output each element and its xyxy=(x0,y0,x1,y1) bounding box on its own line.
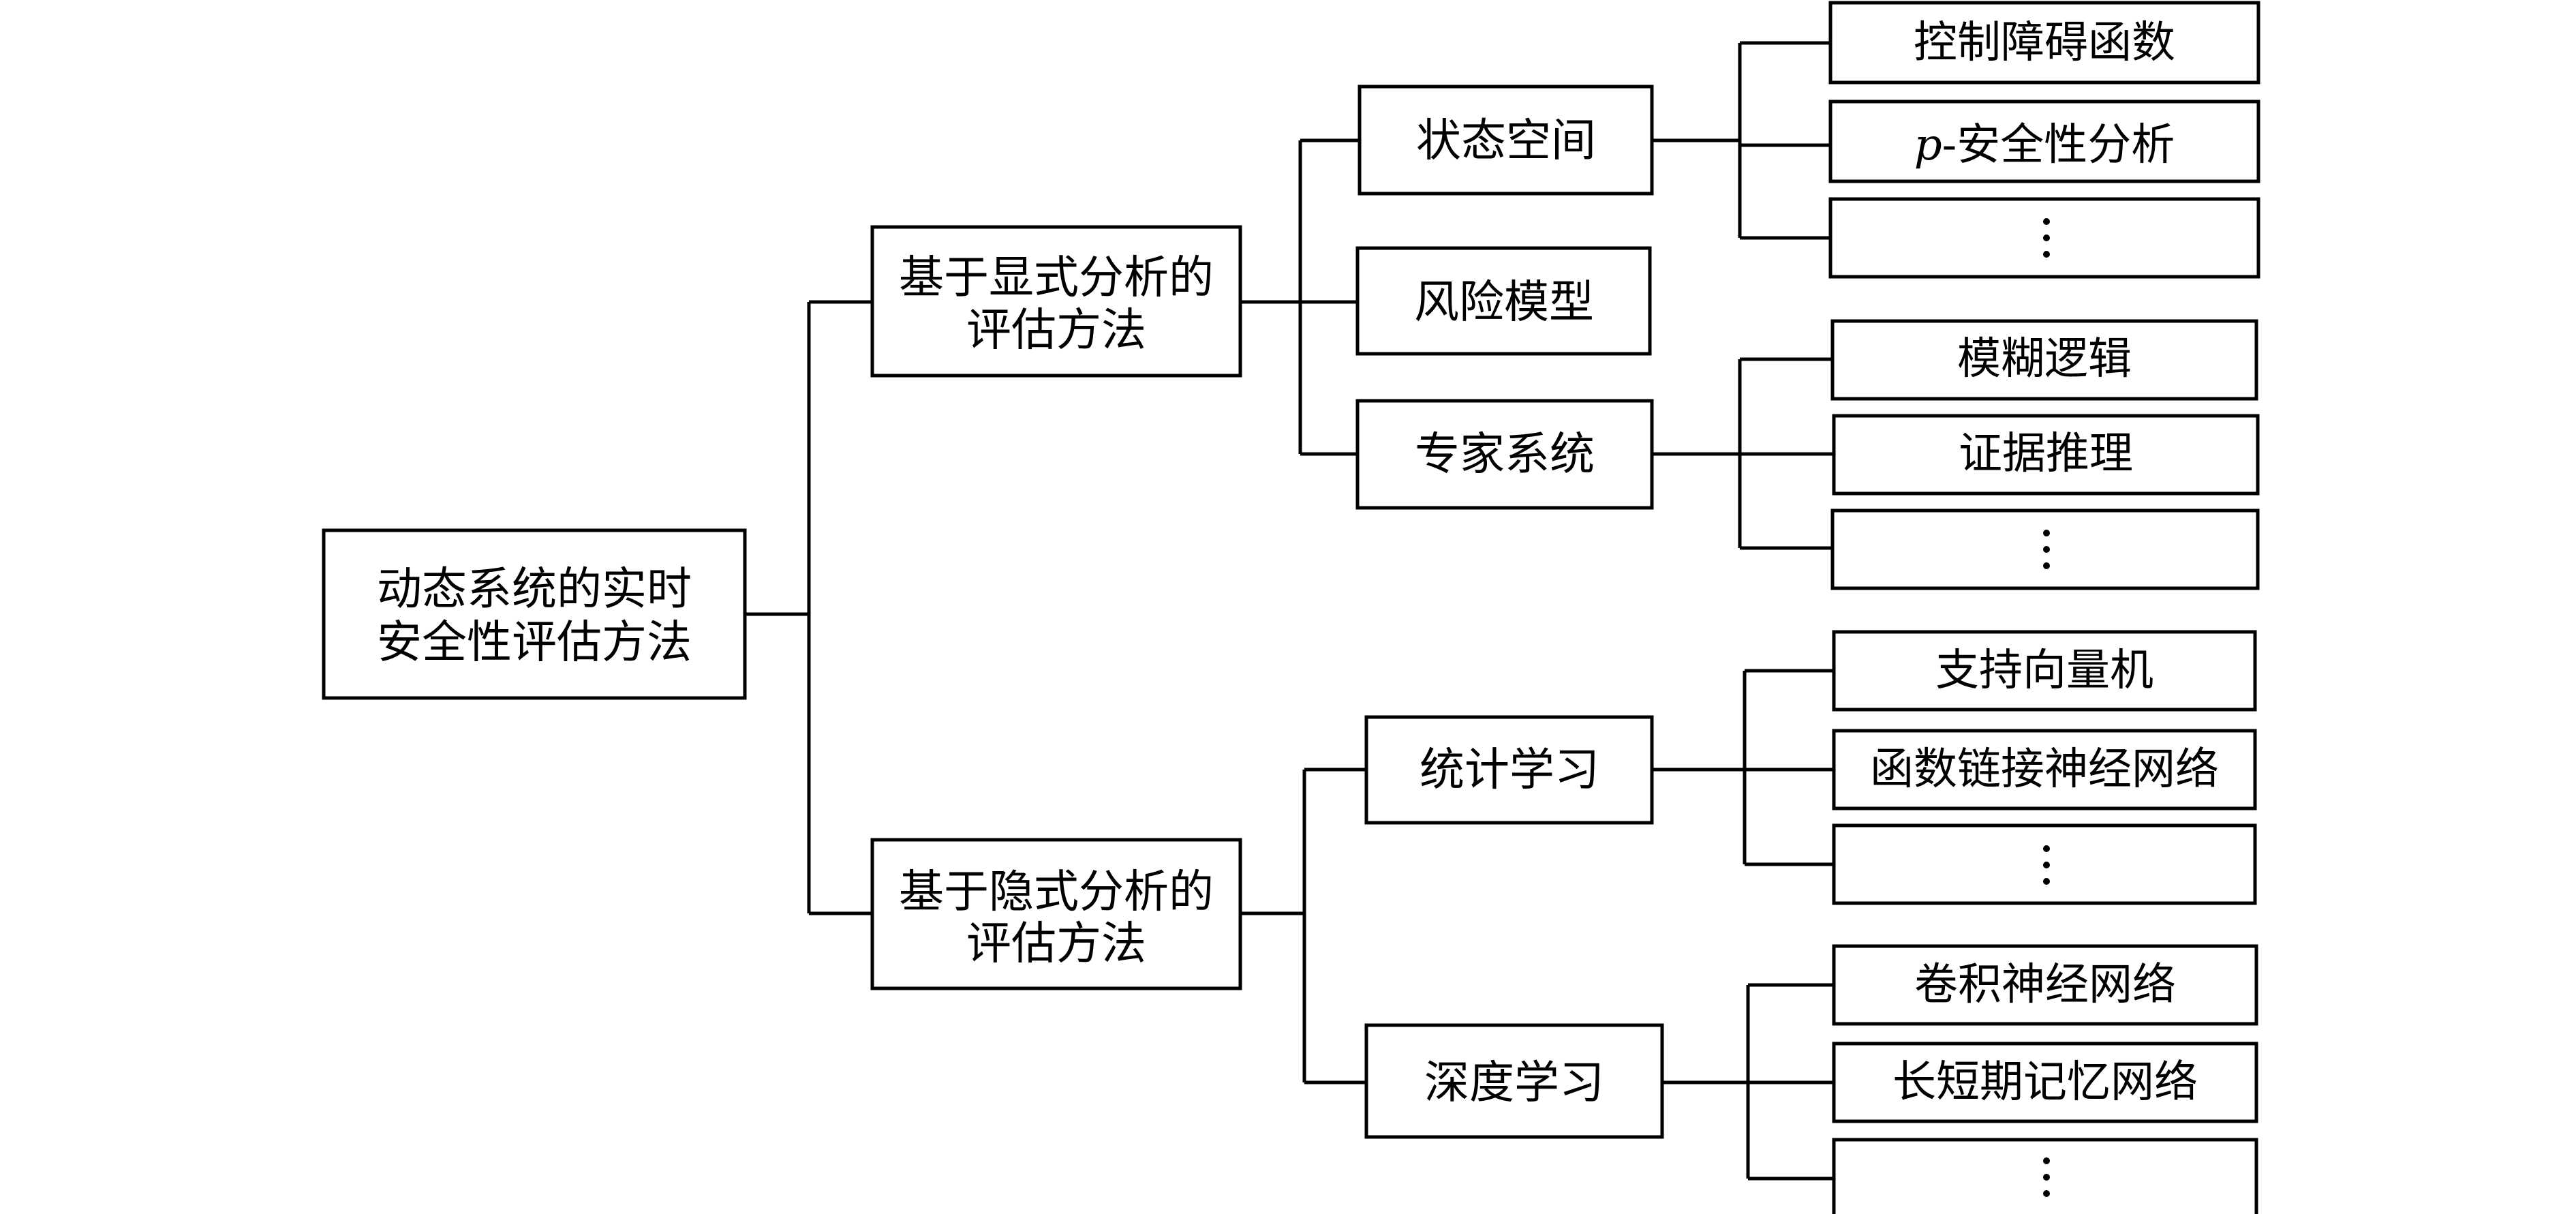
leaf-convolutional-neural-network-box xyxy=(1832,944,2258,1026)
root-node: 动态系统的实时 安全性评估方法 xyxy=(322,528,747,700)
root-node-box xyxy=(322,528,747,700)
leaf-evidential-reasoning-box xyxy=(1832,414,2260,496)
node-state-space: 状态空间 xyxy=(1358,85,1654,196)
node-deep-learning: 深度学习 xyxy=(1364,1023,1664,1139)
node-statistical-learning-box xyxy=(1364,715,1654,825)
leaf-state-space-ellipsis xyxy=(1828,197,2260,279)
vertical-ellipsis-icon xyxy=(2043,530,2050,569)
node-state-space-box xyxy=(1358,85,1654,196)
root-node-line1: 动态系统的实时 xyxy=(377,563,692,616)
connector-root-branches xyxy=(745,300,872,915)
connector-explicit-children xyxy=(1240,138,1360,456)
leaf-evidential-reasoning: 证据推理 xyxy=(1832,414,2260,496)
branch-explicit-analysis-box xyxy=(870,225,1242,378)
leaf-p-safety-analysis-label: p-安全性分析 xyxy=(1914,120,2175,170)
leaf-p-safety-analysis-box xyxy=(1828,100,2260,183)
leaf-evidential-reasoning-label: 证据推理 xyxy=(1959,429,2133,479)
branch-implicit-analysis-box xyxy=(870,838,1242,990)
leaf-fuzzy-logic-label: 模糊逻辑 xyxy=(1957,334,2132,384)
leaf-support-vector-machine: 支持向量机 xyxy=(1832,630,2257,712)
node-risk-model-box xyxy=(1355,246,1652,356)
branch-implicit-analysis-line2: 评估方法 xyxy=(966,917,1146,970)
leaf-functional-link-neural-network-box xyxy=(1832,729,2257,810)
leaf-functional-link-neural-network-label: 函数链接神经网络 xyxy=(1870,744,2219,795)
node-expert-system: 专家系统 xyxy=(1355,399,1654,510)
branch-implicit-analysis-line1: 基于隐式分析的 xyxy=(899,866,1214,918)
connectors xyxy=(745,41,1834,1181)
node-risk-model-label: 风险模型 xyxy=(1414,276,1594,329)
leaf-convolutional-neural-network-label: 卷积神经网络 xyxy=(1914,960,2176,1010)
root-node-line2: 安全性评估方法 xyxy=(377,616,692,669)
connector-implicit-children xyxy=(1240,768,1366,1084)
branch-explicit-analysis-line2: 评估方法 xyxy=(966,304,1146,356)
leaf-p-suffix: -安全性分析 xyxy=(1942,120,2175,170)
vertical-ellipsis-icon xyxy=(2043,1157,2050,1197)
connector-state-space-leaves xyxy=(1652,41,1830,240)
node-statistical-learning: 统计学习 xyxy=(1364,715,1654,825)
vertical-ellipsis-icon xyxy=(2043,218,2050,258)
leaf-functional-link-neural-network: 函数链接神经网络 xyxy=(1832,729,2257,810)
leaf-deep-learning-ellipsis xyxy=(1832,1138,2258,1214)
leaf-long-short-term-memory-label: 长短期记忆网络 xyxy=(1892,1057,2198,1108)
leaf-fuzzy-logic-box xyxy=(1830,319,2258,401)
node-risk-model: 风险模型 xyxy=(1355,246,1652,356)
leaf-p-prefix: p xyxy=(1914,120,1942,170)
leaf-control-barrier-function-box xyxy=(1828,1,2260,85)
node-deep-learning-box xyxy=(1364,1023,1664,1139)
leaf-fuzzy-logic: 模糊逻辑 xyxy=(1830,319,2258,401)
leaf-long-short-term-memory: 长短期记忆网络 xyxy=(1832,1042,2258,1123)
branch-explicit-analysis-line1: 基于显式分析的 xyxy=(899,252,1214,304)
leaf-support-vector-machine-box xyxy=(1832,630,2257,712)
connector-deep-learning-leaves xyxy=(1662,983,1834,1181)
branch-explicit-analysis: 基于显式分析的 评估方法 xyxy=(870,225,1242,378)
leaf-p-safety-analysis: p-安全性分析 xyxy=(1828,100,2260,183)
node-deep-learning-label: 深度学习 xyxy=(1424,1057,1604,1109)
leaf-expert-system-ellipsis xyxy=(1830,509,2260,590)
leaf-statistical-learning-ellipsis xyxy=(1832,823,2257,905)
leaf-convolutional-neural-network: 卷积神经网络 xyxy=(1832,944,2258,1026)
leaf-control-barrier-function-label: 控制障碍函数 xyxy=(1914,18,2175,68)
node-statistical-learning-label: 统计学习 xyxy=(1420,744,1599,796)
vertical-ellipsis-icon xyxy=(2043,845,2050,885)
connector-statistical-learning-leaves xyxy=(1652,669,1834,866)
leaf-long-short-term-memory-box xyxy=(1832,1042,2258,1123)
node-expert-system-label: 专家系统 xyxy=(1415,428,1595,481)
node-state-space-label: 状态空间 xyxy=(1416,115,1596,167)
branch-implicit-analysis: 基于隐式分析的 评估方法 xyxy=(870,838,1242,990)
leaf-support-vector-machine-label: 支持向量机 xyxy=(1935,646,2153,696)
node-expert-system-box xyxy=(1355,399,1654,510)
connector-expert-system-leaves xyxy=(1652,357,1834,550)
leaf-control-barrier-function: 控制障碍函数 xyxy=(1828,1,2260,85)
